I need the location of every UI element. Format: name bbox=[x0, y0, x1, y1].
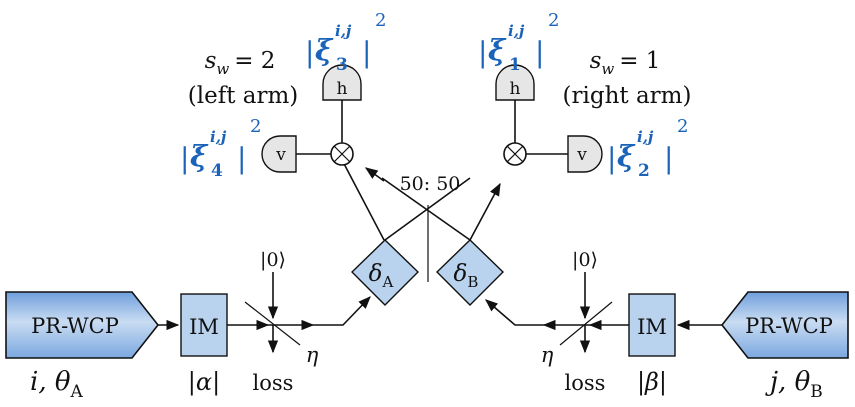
right-source-params: j, θB bbox=[765, 367, 823, 402]
left-source-params: i, θA bbox=[30, 367, 84, 402]
left-im-amplitude: |α| bbox=[188, 368, 220, 397]
right-im-amplitude: |β| bbox=[637, 368, 667, 397]
left-source-params-text: i, θ bbox=[30, 367, 71, 397]
left-source-label: PR-WCP bbox=[31, 314, 119, 338]
xi2-superscript: i,j bbox=[637, 128, 654, 146]
left-intensity-modulator: IM bbox=[180, 293, 228, 357]
svg-text:j, θB: j, θB bbox=[765, 367, 823, 402]
right-pbs bbox=[503, 100, 568, 166]
right-v-label: v bbox=[576, 145, 587, 165]
xi4-power: 2 bbox=[250, 116, 261, 137]
svg-text:sw= 1: sw = 1 bbox=[590, 48, 661, 78]
phase-b-sub: B bbox=[467, 273, 478, 291]
left-sw-sub: w bbox=[216, 60, 229, 78]
right-sw-value: = 1 bbox=[619, 48, 660, 74]
right-eta-label: η bbox=[541, 343, 554, 367]
xi3-term: | ξ i,j 3 | 2 bbox=[305, 10, 386, 75]
left-eta-label: η bbox=[306, 343, 319, 367]
right-source-label: PR-WCP bbox=[745, 314, 833, 338]
left-source: PR-WCP bbox=[5, 291, 160, 359]
phase-a-symbol: δ bbox=[369, 261, 383, 287]
phase-shifter-a: δA bbox=[351, 239, 419, 306]
beamsplitter-label: 50: 50 bbox=[400, 173, 461, 195]
left-v-label: v bbox=[275, 145, 286, 165]
right-sw-symbol: s bbox=[590, 48, 602, 74]
left-arm-label: sw = 2 (left arm) bbox=[188, 48, 299, 109]
svg-text:δA: δA bbox=[369, 261, 394, 291]
svg-text:|: | bbox=[180, 142, 189, 175]
right-im-label: IM bbox=[637, 315, 667, 339]
left-im-label: IM bbox=[189, 315, 219, 339]
left-vacuum-label: |0⟩ bbox=[260, 249, 286, 271]
svg-text:|: | bbox=[535, 36, 544, 69]
central-beamsplitter bbox=[340, 157, 501, 282]
xi1-symbol: ξ bbox=[488, 33, 507, 67]
left-beam-4 bbox=[313, 296, 371, 326]
right-intensity-modulator: IM bbox=[628, 293, 676, 357]
right-beam-4 bbox=[485, 299, 544, 326]
right-sw-sub: w bbox=[601, 60, 614, 78]
phase-b-symbol: δ bbox=[454, 261, 468, 287]
svg-text:|: | bbox=[607, 142, 616, 175]
xi2-symbol: ξ bbox=[617, 139, 636, 173]
svg-text:sw= 2: sw = 2 bbox=[205, 48, 276, 78]
phase-shifter-b: δB bbox=[436, 239, 504, 306]
svg-text:|: | bbox=[362, 36, 371, 69]
svg-text:δB: δB bbox=[454, 261, 479, 291]
xi1-subscript: 1 bbox=[509, 55, 521, 75]
left-loss-label: loss bbox=[253, 371, 294, 395]
left-sw-symbol: s bbox=[205, 48, 217, 74]
right-source-params-sub: B bbox=[810, 382, 823, 402]
right-h-label: h bbox=[510, 79, 521, 99]
xi1-power: 2 bbox=[548, 10, 559, 31]
left-loss-beamsplitter bbox=[244, 272, 301, 354]
svg-text:i, θA: i, θA bbox=[30, 367, 84, 402]
svg-text:|: | bbox=[305, 36, 314, 69]
xi2-subscript: 2 bbox=[638, 161, 650, 181]
left-arm-name: (left arm) bbox=[188, 83, 299, 109]
right-loss-label: loss bbox=[565, 371, 606, 395]
xi4-term: | ξ i,j 4 | 2 bbox=[180, 116, 261, 181]
xi4-symbol: ξ bbox=[190, 139, 209, 173]
xi2-power: 2 bbox=[677, 116, 688, 137]
svg-text:|: | bbox=[237, 142, 246, 175]
right-v-detector: v bbox=[567, 135, 603, 173]
left-h-detector: h bbox=[322, 64, 362, 101]
left-sw-value: = 2 bbox=[234, 48, 275, 74]
right-loss-beamsplitter bbox=[559, 272, 613, 354]
xi3-power: 2 bbox=[375, 10, 386, 31]
right-arm-name: (right arm) bbox=[563, 83, 692, 109]
svg-text:|: | bbox=[478, 36, 487, 69]
right-h-detector: h bbox=[495, 64, 535, 101]
right-source-params-text: j, θ bbox=[765, 367, 811, 397]
left-source-params-sub: A bbox=[70, 382, 84, 402]
right-arm-label: sw = 1 (right arm) bbox=[563, 48, 692, 109]
xi3-superscript: i,j bbox=[335, 22, 352, 40]
svg-text:|: | bbox=[664, 142, 673, 175]
xi3-subscript: 3 bbox=[336, 55, 348, 75]
left-pbs bbox=[296, 100, 354, 166]
xi1-term: | ξ i,j 1 | 2 bbox=[478, 10, 559, 75]
left-h-label: h bbox=[337, 79, 348, 99]
left-v-detector: v bbox=[261, 135, 297, 173]
phase-a-sub: A bbox=[382, 273, 394, 291]
xi4-superscript: i,j bbox=[210, 128, 227, 146]
right-source: PR-WCP bbox=[720, 291, 849, 359]
right-vacuum-label: |0⟩ bbox=[572, 249, 598, 271]
xi3-symbol: ξ bbox=[315, 33, 334, 67]
xi4-subscript: 4 bbox=[211, 161, 223, 181]
xi1-superscript: i,j bbox=[508, 22, 525, 40]
xi2-term: | ξ i,j 2 | 2 bbox=[607, 116, 688, 181]
